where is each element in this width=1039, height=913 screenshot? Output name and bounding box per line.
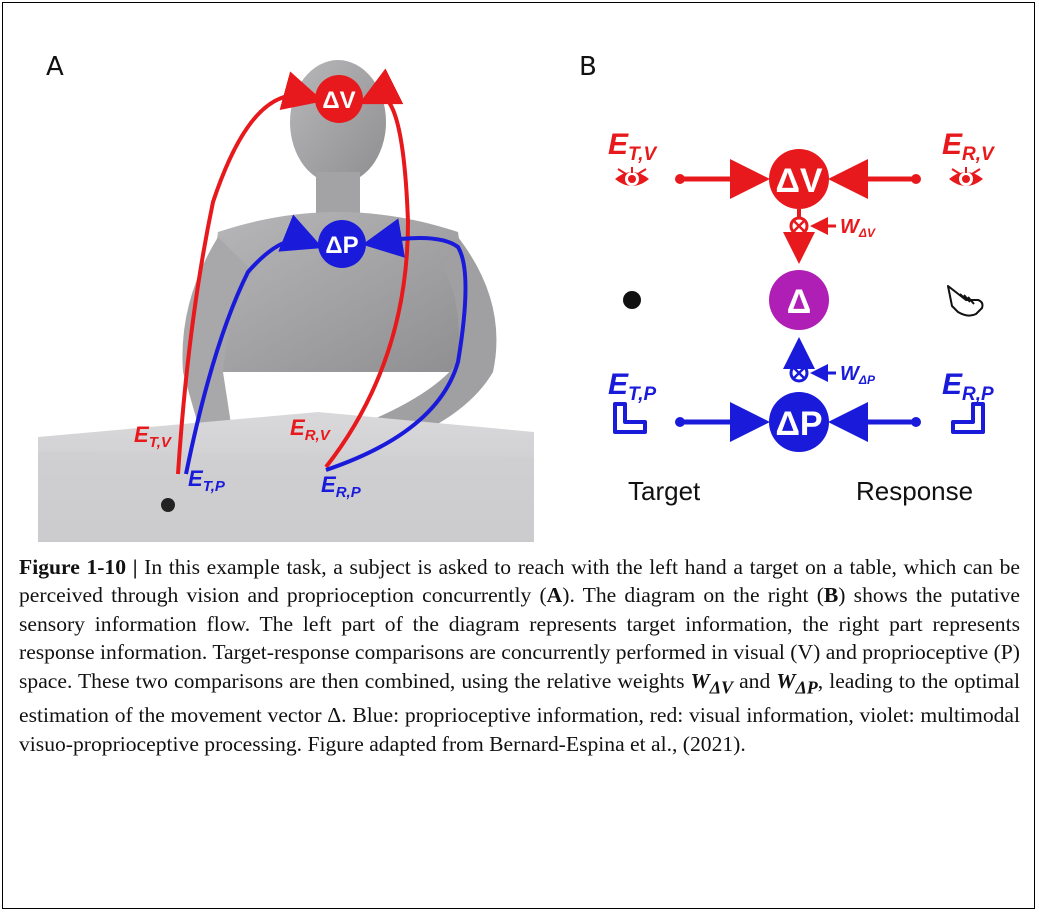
weight-dv-label: WΔV (840, 216, 876, 240)
label-erp-b: ER,P (942, 368, 994, 405)
target-ball-icon (623, 291, 641, 309)
svg-text:ΔP: ΔP (325, 232, 358, 259)
svg-text:ΔV: ΔV (775, 162, 822, 200)
weight-dv-caption: WΔV (690, 668, 734, 697)
multiplier-dp (789, 363, 809, 383)
svg-text:ΔV: ΔV (322, 87, 355, 114)
label-etp-b: ET,P (608, 368, 656, 405)
node-delta-b: Δ (769, 270, 829, 330)
panel-a-illustration: ΔV ΔP ET,V ET,P ER,V ER,P (38, 60, 534, 542)
svg-text:Δ: Δ (787, 283, 811, 321)
arm-icon-target (613, 402, 647, 434)
panel-a-letter: A (46, 52, 64, 82)
node-dp-b: ΔP (769, 392, 829, 452)
arm-icon-response (951, 402, 985, 434)
node-dv-a: ΔV (315, 75, 363, 123)
multiplier-dv (789, 216, 809, 236)
figure-caption: Figure 1-10 | In this example task, a su… (19, 555, 1020, 756)
proprio-path-target (184, 214, 323, 475)
eye-icon-response (949, 167, 983, 186)
label-erv-b: ER,V (942, 128, 995, 165)
visual-path-target (176, 71, 324, 475)
svg-text:ΔP: ΔP (775, 405, 822, 443)
figure-label: Figure 1-10 (19, 555, 127, 579)
target-ball-icon (161, 498, 175, 512)
label-erv-a: ER,V (290, 415, 332, 444)
pointing-hand-icon (947, 285, 984, 317)
panel-b-diagram: ET,V ER,V ΔV WΔV Δ (608, 128, 995, 506)
target-label: Target (628, 476, 701, 506)
node-dv-b: ΔV (769, 149, 829, 209)
node-dp-a: ΔP (318, 220, 366, 268)
label-etv-a: ET,V (134, 422, 173, 451)
label-etv-b: ET,V (608, 128, 657, 165)
label-erp-a: ER,P (321, 472, 362, 501)
eye-icon-target (615, 167, 649, 186)
panel-b-letter: B (579, 52, 597, 82)
proprio-path-response (325, 218, 468, 472)
response-label: Response (856, 476, 973, 506)
weight-dp-caption: WΔP (776, 668, 818, 697)
weight-dp-label: WΔP (840, 363, 876, 387)
label-etp-a: ET,P (188, 466, 226, 495)
